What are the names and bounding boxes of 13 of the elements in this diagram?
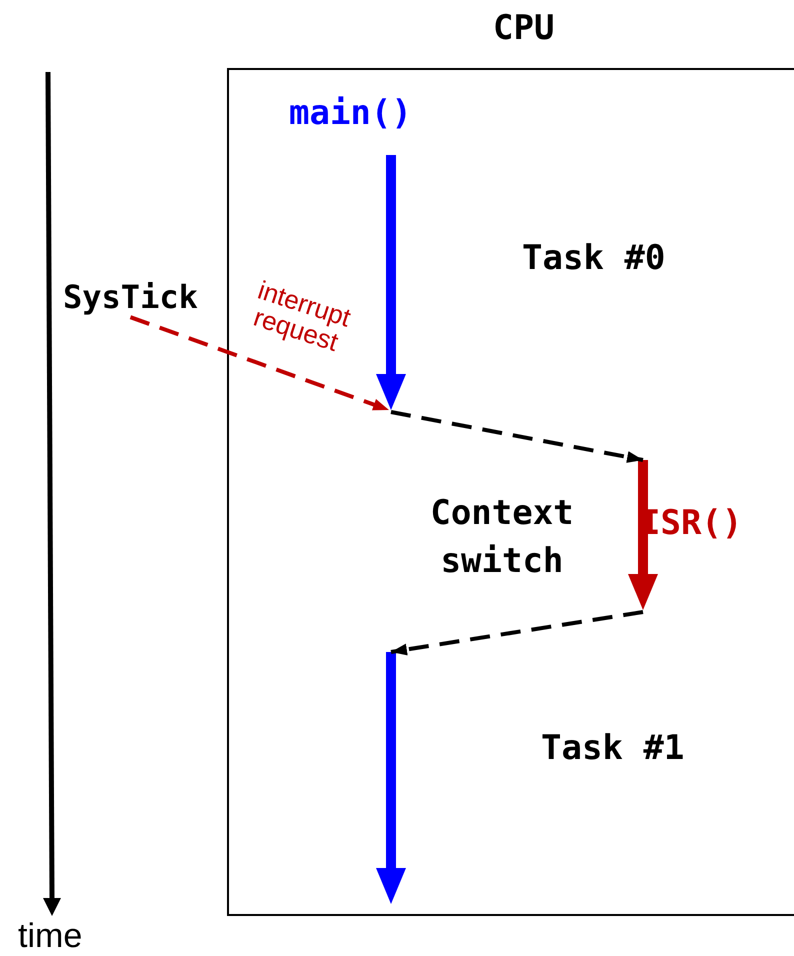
phase-label: Context switch — [407, 490, 597, 586]
dashed-arrow — [130, 315, 390, 412]
thick-arrow — [376, 155, 406, 410]
thick-arrow — [376, 652, 406, 904]
panel-title: CPU — [493, 10, 554, 48]
task-label: Task #1 — [541, 730, 684, 768]
source-label: SysTick — [63, 280, 198, 316]
axis-label: time — [18, 918, 82, 956]
function-label: main() — [289, 95, 412, 132]
task-label: Task #0 — [522, 240, 666, 278]
dashed-arrow — [390, 610, 644, 656]
dashed-arrow — [390, 410, 644, 463]
function-label: ISR() — [640, 505, 742, 542]
